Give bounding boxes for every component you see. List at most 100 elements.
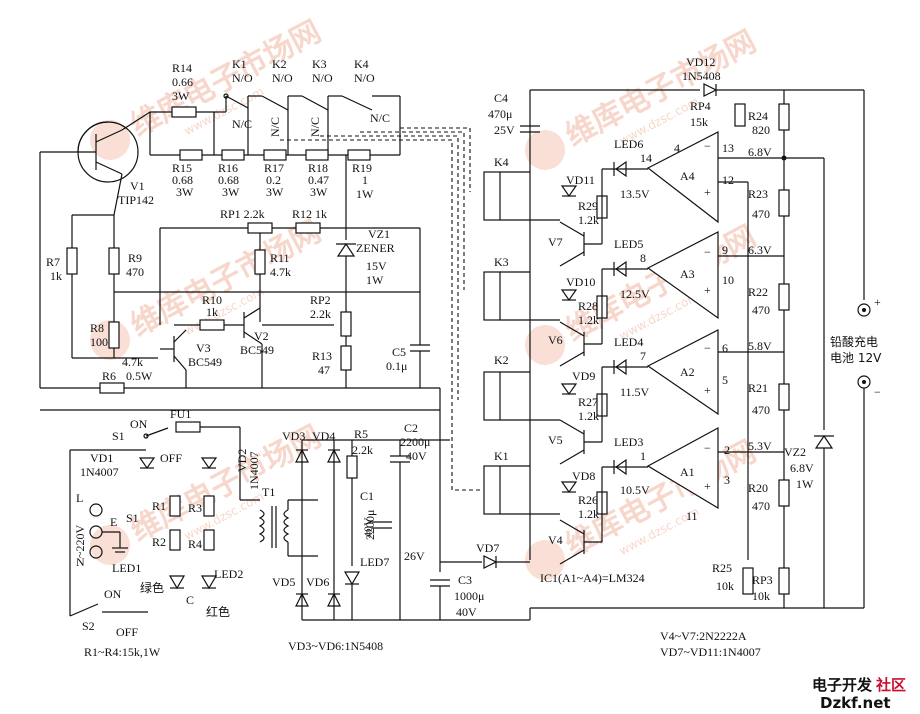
vz2-power: 1W: [796, 477, 814, 491]
c3-label: C3: [458, 573, 472, 587]
r13-label: R13: [312, 349, 332, 363]
mains-l: L: [76, 491, 83, 505]
r11-label: R11: [270, 251, 290, 265]
battery-plus: +: [874, 295, 881, 309]
r29-label: R29: [578, 199, 598, 213]
rp3-value: 10k: [752, 589, 770, 603]
resistor-r24: [778, 103, 790, 131]
watermark-seal: [90, 120, 130, 160]
site-logo-part2: 社区: [875, 676, 906, 694]
a2-label: A2: [680, 365, 695, 379]
led7-label: LED7: [360, 555, 389, 569]
relay-k3-coil: [483, 271, 501, 321]
led6-label: LED6: [614, 137, 643, 151]
a4-plus: +: [704, 185, 711, 199]
led2-color: 红色: [206, 604, 230, 619]
led4-label: LED4: [614, 335, 643, 349]
k4-type: N/O: [354, 71, 375, 85]
a1-pin1: 1: [640, 449, 646, 463]
diode-vd9: [560, 383, 578, 396]
diode-vd5: [295, 592, 309, 607]
shunt-chain: R14 0.66 3W K1 N/O N/C K2 N/O N/C K3 N/O…: [150, 57, 401, 205]
resistor-r17: [263, 149, 287, 161]
k1-label: K1: [232, 57, 247, 71]
r16-power: 3W: [222, 185, 240, 199]
k2-label: K2: [272, 57, 287, 71]
rp1-label: RP1 2.2k: [220, 207, 265, 221]
r26-label: R26: [578, 493, 598, 507]
relay-k4-coil: [483, 171, 501, 221]
r2-label: R2: [152, 535, 166, 549]
fuse-fu1: [175, 421, 201, 433]
r10-label: R10: [202, 293, 222, 307]
a3-pin8: 8: [640, 251, 646, 265]
r5-value: 2.2k: [352, 443, 373, 457]
k3-type: N/O: [312, 71, 333, 85]
vz1-voltage: 15V: [366, 259, 387, 273]
resistor-r19: [347, 149, 371, 161]
r18-value: 0.47: [308, 173, 329, 187]
c5-label: C5: [392, 345, 406, 359]
v7-label: V7: [548, 235, 563, 249]
mains-voltage: ~220V: [73, 525, 87, 558]
vd8-label: VD8: [572, 469, 595, 483]
c2-label: C2: [404, 421, 418, 435]
watermark-brand-2: 维库电子市场网: [560, 24, 762, 153]
r21-value: 470: [752, 403, 770, 417]
s2-on: ON: [104, 587, 122, 601]
r14-label: R14: [172, 61, 192, 75]
mains-e: E: [110, 515, 117, 529]
mains-n-terminal: [89, 545, 103, 559]
v5-label: V5: [548, 433, 563, 447]
r13-value: 47: [318, 363, 330, 377]
resistor-r22: [778, 283, 790, 311]
r6-label: R6: [102, 369, 116, 383]
diode-vd8: [560, 481, 578, 494]
site-logo-part1: 电子开发: [812, 676, 873, 694]
v68-label: 6.8V: [748, 145, 772, 159]
c2-voltage: 40V: [406, 449, 427, 463]
led-common-c: C: [186, 593, 194, 607]
c1-value: 2200μ: [363, 510, 377, 540]
vd1-type: 1N4007: [80, 465, 119, 479]
resistor-r13: [340, 345, 352, 371]
resistor-r9: [108, 247, 120, 275]
a1-minus: −: [704, 441, 711, 455]
resistor-r4: [203, 529, 215, 551]
comparators: A4 − + 14 4 13 12 LED6 13.5V A3 − + 8 9 …: [540, 131, 734, 585]
reference-ladder: VD12 1N5408 RP4 15k R24 820 6.8V R23 470…: [530, 55, 882, 659]
a4-minus: −: [704, 139, 711, 153]
a1-pin11: 11: [686, 509, 698, 523]
opamp-a2: [646, 329, 719, 416]
diode-vd11: [560, 185, 578, 198]
watermark-brand-1: 维库电子市场网: [125, 14, 327, 143]
led1-color: 绿色: [140, 580, 164, 595]
a1-label: A1: [680, 465, 695, 479]
a2-minus: −: [704, 341, 711, 355]
rp2-label: RP2: [310, 293, 331, 307]
opamp-a3: [646, 231, 719, 320]
relay-k1-label: K1: [494, 449, 509, 463]
v2-label: V2: [254, 329, 269, 343]
a2-pin5: 5: [722, 373, 728, 387]
vz2-voltage: 6.8V: [790, 461, 814, 475]
relay-k2-label: K2: [494, 353, 509, 367]
vd9-label: VD9: [572, 369, 595, 383]
vd12-label: VD12: [686, 55, 715, 69]
r29-value: 1.2k: [578, 213, 599, 227]
resistor-r21: [778, 383, 790, 411]
c3-voltage: 40V: [456, 605, 477, 619]
r18-power: 3W: [310, 185, 328, 199]
resistor-r15: [179, 149, 203, 161]
resistor-r14: [171, 106, 197, 118]
resistor-r8: [108, 321, 120, 349]
a1-pin3: 3: [724, 473, 730, 487]
relay-k3-label: K3: [494, 255, 509, 269]
vd4-label: VD4: [312, 429, 335, 443]
k2-type: N/O: [272, 71, 293, 85]
watermark-seal: [525, 540, 565, 580]
a3-pin9: 9: [722, 243, 728, 257]
r19-label: R19: [352, 161, 372, 175]
rp3-label: RP3: [752, 573, 773, 587]
a1-pin2: 2: [724, 443, 730, 457]
